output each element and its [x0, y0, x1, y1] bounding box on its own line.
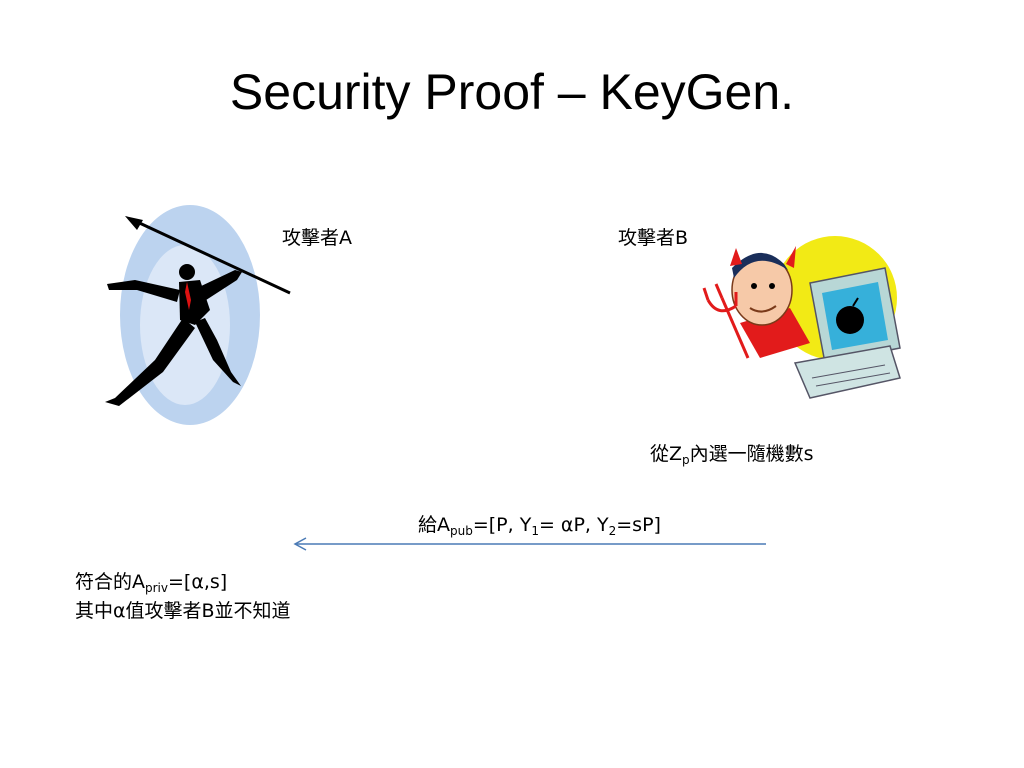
match-post: =[α,s] — [168, 571, 228, 593]
devil-computer-illustration — [702, 236, 901, 399]
give-public-key-text: 給Apub=[P, Y1= αP, Y2=sP] — [418, 514, 661, 537]
attacker-a-label: 攻擊者A — [282, 227, 352, 249]
choose-random-text: 從Zp內選一隨機數s — [650, 443, 814, 466]
attacker-b-label: 攻擊者B — [618, 227, 689, 249]
spear-thrower-illustration — [105, 205, 291, 425]
give-mid2: = αP, Y — [538, 514, 609, 536]
choose-post: 內選一隨機數s — [689, 443, 814, 465]
give-sub-pub: pub — [450, 524, 473, 538]
choose-sub: p — [682, 453, 690, 467]
slide-title: Security Proof – KeyGen. — [229, 64, 795, 120]
choose-pre: 從Z — [650, 443, 683, 465]
left-arrow — [293, 537, 766, 551]
match-sub: priv — [145, 581, 168, 595]
private-key-text: 符合的Apriv=[α,s] — [75, 571, 227, 594]
give-post: =sP] — [616, 514, 661, 536]
give-sub-2: 2 — [608, 524, 617, 538]
give-pre: 給A — [418, 514, 450, 536]
match-pre: 符合的A — [75, 571, 145, 593]
give-sub-1: 1 — [531, 524, 539, 538]
give-mid1: =[P, Y — [472, 514, 532, 536]
unknown-alpha-text: 其中α值攻擊者B並不知道 — [75, 600, 291, 622]
